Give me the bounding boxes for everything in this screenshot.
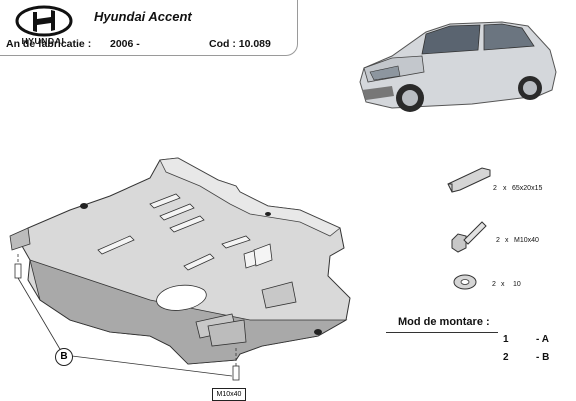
year-value: 2006 -	[110, 38, 140, 50]
brand-wordmark: HYUNDAI	[21, 36, 65, 46]
part-spec: 65x20x15	[512, 185, 543, 192]
washer-icon	[453, 274, 477, 290]
bracket-icon	[447, 167, 491, 193]
part-qty: 2	[492, 281, 496, 288]
model-title: Hyundai Accent	[94, 9, 192, 24]
part-times: x	[501, 281, 505, 288]
car-illustration	[359, 21, 557, 112]
hyundai-logo-icon	[15, 5, 73, 37]
part-spec: 10	[513, 281, 521, 288]
assembly-title: Mod de montare :	[398, 316, 490, 328]
code-label: Cod : 10.089	[209, 38, 271, 50]
step-code: - B	[536, 352, 550, 363]
step-number: 1	[503, 334, 509, 345]
year-label: An de fabricatie :	[6, 38, 92, 50]
skid-plate-drawing	[9, 157, 351, 381]
step-code: - A	[536, 334, 549, 345]
part-times: x	[503, 185, 507, 192]
part-qty: 2	[496, 237, 500, 244]
part-spec: M10x40	[514, 237, 539, 244]
assembly-underline	[386, 332, 498, 333]
bolt-icon	[451, 221, 487, 253]
step-number: 2	[503, 352, 509, 363]
callout-letter: B	[55, 348, 73, 366]
header-box	[0, 0, 298, 56]
part-qty: 2	[493, 185, 497, 192]
callout-bolt-label: M10x40	[212, 388, 246, 401]
part-times: x	[505, 237, 509, 244]
